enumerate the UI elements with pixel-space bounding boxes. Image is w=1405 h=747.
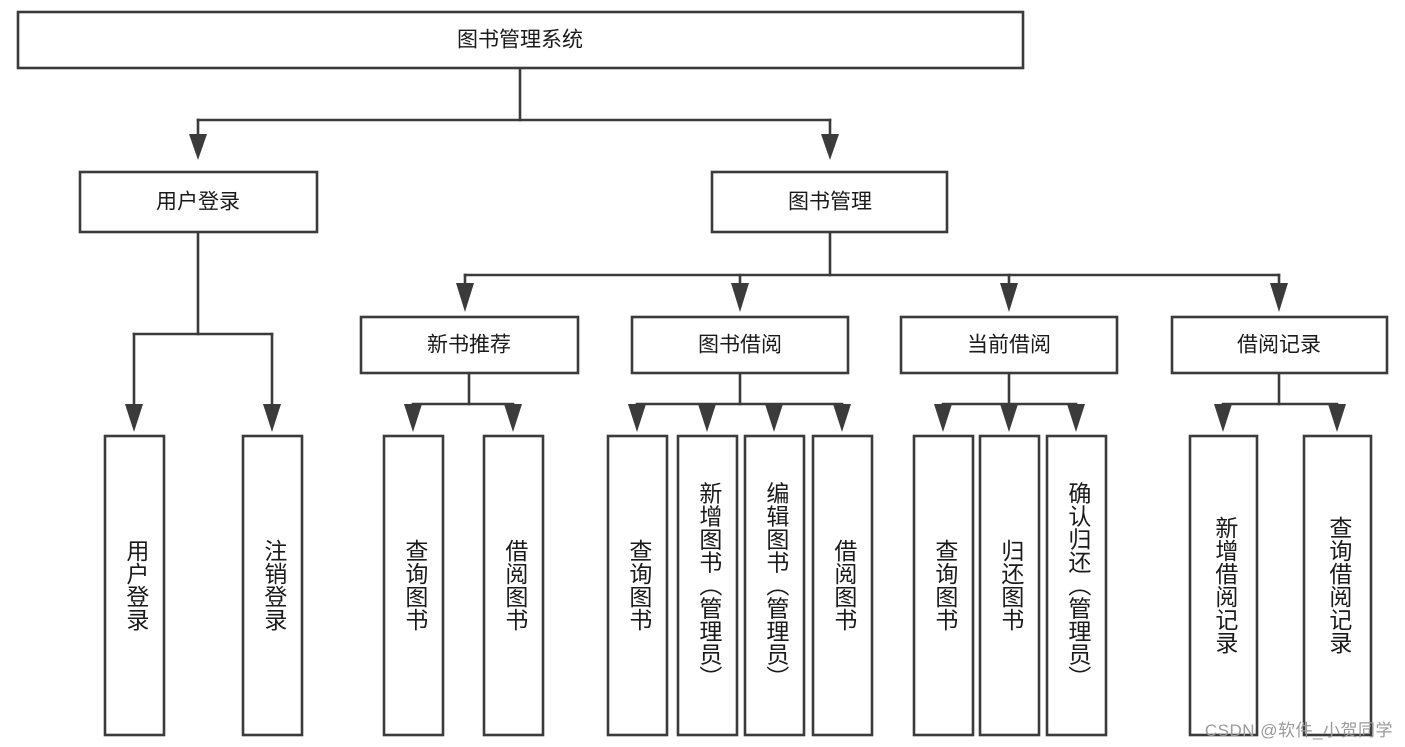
node-leaf-confirm-return-label: 确认归还（管理员） — [1065, 482, 1092, 689]
node-leaf-query-book-a[interactable]: 查询图书 — [382, 434, 445, 737]
node-leaf-add-book-box[interactable] — [676, 434, 739, 737]
node-book-manage-box[interactable] — [710, 170, 949, 234]
arrow-borrowrecord-to-leaf1 — [1214, 404, 1232, 432]
node-user-login-label: 用户登录 — [156, 191, 240, 214]
node-leaf-query-book-a-box[interactable] — [382, 434, 445, 737]
node-leaf-add-book[interactable]: 新增图书（管理员） — [676, 434, 739, 737]
arrow-newbook-to-leaf2 — [504, 404, 522, 432]
connector-layer — [125, 66, 1346, 432]
node-root[interactable]: 图书管理系统 — [16, 10, 1025, 70]
node-leaf-borrow-book-a[interactable]: 借阅图书 — [482, 434, 545, 737]
node-leaf-query-book-c-label: 查询图书 — [932, 539, 959, 631]
node-leaf-return-book[interactable]: 归还图书 — [978, 434, 1041, 737]
node-leaf-borrow-book-b[interactable]: 借阅图书 — [811, 434, 874, 737]
arrow-bookborrow-to-leaf2 — [698, 404, 716, 432]
arrow-bookmanage-to-bookborrow — [731, 283, 749, 312]
node-leaf-logout[interactable]: 注销登录 — [241, 434, 304, 737]
node-root-box[interactable] — [16, 10, 1025, 70]
node-leaf-edit-book-label: 编辑图书（管理员） — [763, 482, 790, 689]
node-leaf-edit-book-box[interactable] — [743, 434, 806, 737]
node-leaf-borrow-book-b-label: 借阅图书 — [831, 539, 858, 631]
node-book-manage[interactable]: 图书管理 — [710, 170, 949, 234]
node-current-borrow-box[interactable] — [899, 315, 1119, 375]
node-leaf-query-record-label: 查询借阅记录 — [1326, 516, 1353, 654]
arrow-newbook-to-leaf1 — [404, 404, 422, 432]
node-leaf-borrow-book-a-box[interactable] — [482, 434, 545, 737]
arrow-bookborrow-to-leaf4 — [833, 404, 851, 432]
node-leaf-edit-book[interactable]: 编辑图书（管理员） — [743, 434, 806, 737]
node-leaf-query-book-a-label: 查询图书 — [402, 539, 429, 631]
node-book-borrow[interactable]: 图书借阅 — [630, 315, 850, 375]
node-leaf-query-book-b-box[interactable] — [606, 434, 669, 737]
node-leaf-query-book-c-box[interactable] — [912, 434, 975, 737]
node-leaf-return-book-label: 归还图书 — [998, 539, 1025, 631]
node-leaf-add-book-label: 新增图书（管理员） — [696, 482, 723, 689]
node-leaf-return-book-box[interactable] — [978, 434, 1041, 737]
node-new-book-recommend-box[interactable] — [359, 315, 580, 375]
node-borrow-record-box[interactable] — [1170, 315, 1389, 375]
arrow-bookmanage-to-currentborrow — [1000, 283, 1018, 312]
node-leaf-query-record-box[interactable] — [1302, 434, 1373, 737]
node-user-login-box[interactable] — [78, 170, 319, 234]
arrow-userlogin-to-leaf1 — [125, 404, 143, 432]
node-leaf-add-record-box[interactable] — [1188, 434, 1259, 737]
node-borrow-record[interactable]: 借阅记录 — [1170, 315, 1389, 375]
node-leaf-user-login-box[interactable] — [103, 434, 166, 737]
node-book-manage-label: 图书管理 — [788, 191, 872, 214]
arrow-bookborrow-to-leaf1 — [628, 404, 646, 432]
arrow-currentborrow-to-leaf3 — [1067, 404, 1085, 432]
arrow-currentborrow-to-leaf1 — [934, 404, 952, 432]
node-current-borrow[interactable]: 当前借阅 — [899, 315, 1119, 375]
node-leaf-query-book-b-label: 查询图书 — [626, 539, 653, 631]
node-borrow-record-label: 借阅记录 — [1237, 334, 1321, 357]
node-new-book-recommend-label: 新书推荐 — [427, 334, 511, 357]
node-leaf-borrow-book-a-label: 借阅图书 — [502, 539, 529, 631]
node-user-login[interactable]: 用户登录 — [78, 170, 319, 234]
node-leaf-confirm-return[interactable]: 确认归还（管理员） — [1045, 434, 1108, 737]
node-new-book-recommend[interactable]: 新书推荐 — [359, 315, 580, 375]
node-book-borrow-label: 图书借阅 — [698, 334, 782, 357]
node-leaf-user-login-label: 用户登录 — [123, 539, 150, 631]
node-leaf-logout-box[interactable] — [241, 434, 304, 737]
arrow-bookborrow-to-leaf3 — [765, 404, 783, 432]
node-leaf-query-book-b[interactable]: 查询图书 — [606, 434, 669, 737]
arrow-root-to-book-manage — [821, 134, 839, 160]
node-leaf-borrow-book-b-box[interactable] — [811, 434, 874, 737]
node-leaf-query-book-c[interactable]: 查询图书 — [912, 434, 975, 737]
arrow-bookmanage-to-newbook — [456, 283, 474, 312]
node-leaf-query-record[interactable]: 查询借阅记录 — [1302, 434, 1373, 737]
node-book-borrow-box[interactable] — [630, 315, 850, 375]
node-root-label: 图书管理系统 — [457, 29, 583, 52]
node-leaf-user-login[interactable]: 用户登录 — [103, 434, 166, 737]
node-leaf-confirm-return-box[interactable] — [1045, 434, 1108, 737]
node-leaf-logout-label: 注销登录 — [261, 539, 288, 631]
arrow-root-to-user-login — [189, 134, 207, 160]
arrow-borrowrecord-to-leaf2 — [1328, 404, 1346, 432]
node-leaf-add-record-label: 新增借阅记录 — [1212, 516, 1239, 654]
arrow-bookmanage-to-borrowrecord — [1270, 283, 1288, 312]
node-current-borrow-label: 当前借阅 — [967, 334, 1051, 357]
node-leaf-add-record[interactable]: 新增借阅记录 — [1188, 434, 1259, 737]
arrow-userlogin-to-leaf2 — [263, 404, 281, 432]
arrow-currentborrow-to-leaf2 — [1000, 404, 1018, 432]
